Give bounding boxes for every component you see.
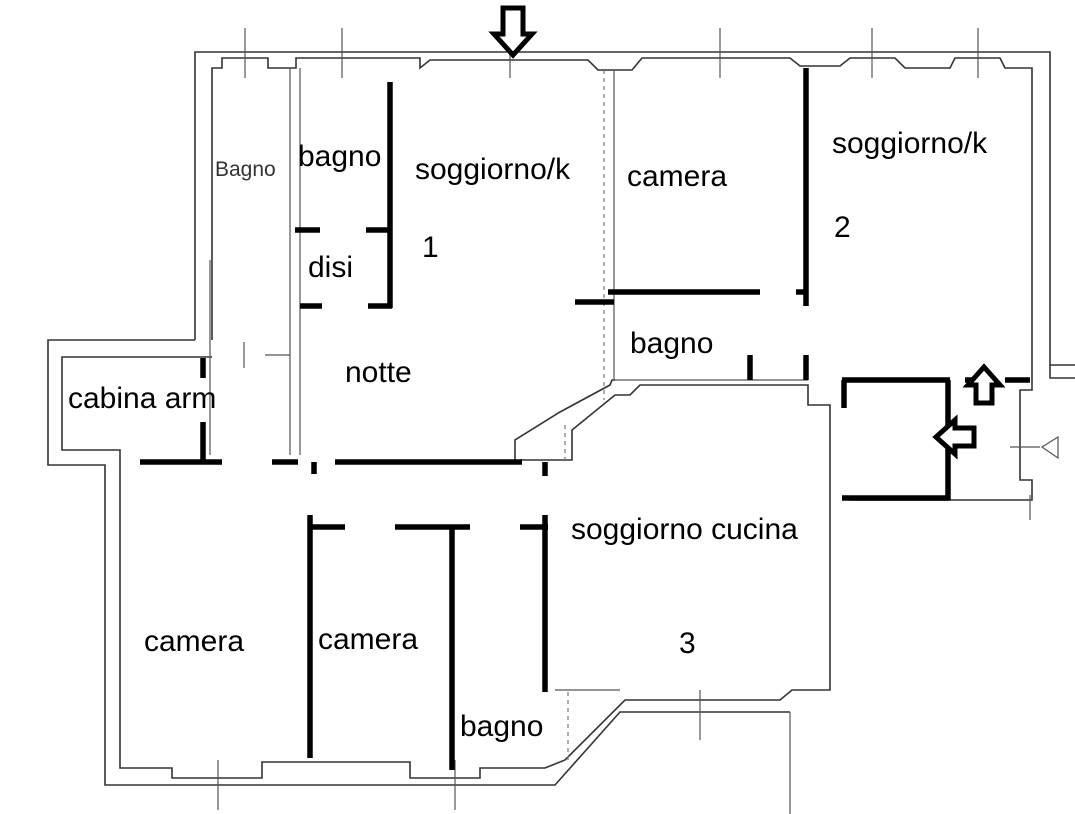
unit-number-2: 2 [834, 211, 851, 244]
label-soggiorno-1: soggiorno/k [415, 153, 571, 186]
label-camera-top: camera [627, 160, 727, 193]
label-cabina-arm: cabina arm [68, 382, 216, 415]
label-soggiorno-2: soggiorno/k [832, 127, 988, 160]
label-bagno-small: Bagno [215, 158, 276, 181]
unit-number-1: 1 [422, 231, 439, 264]
label-soggiorno-cucina: soggiorno cucina [571, 513, 798, 546]
outer-walls [47, 51, 1075, 786]
partitions [140, 68, 1030, 770]
unit-number-3: 3 [679, 627, 696, 660]
meter-symbol [1010, 435, 1059, 460]
entrance-arrows [488, 5, 1006, 460]
label-bagno-3: bagno [460, 710, 543, 743]
label-camera-left: camera [144, 625, 244, 658]
label-notte: notte [345, 356, 412, 389]
arrow-left-icon [932, 414, 977, 460]
room-labels: Bagno bagno soggiorno/k camera soggiorno… [68, 127, 988, 743]
arrow-down-icon [488, 5, 538, 59]
label-bagno-2: bagno [630, 327, 713, 360]
label-bagno-1: bagno [298, 140, 381, 173]
internal-walls [209, 68, 808, 760]
arrow-up-icon [962, 363, 1006, 406]
label-disi: disi [308, 251, 353, 284]
label-camera-mid: camera [318, 623, 418, 656]
